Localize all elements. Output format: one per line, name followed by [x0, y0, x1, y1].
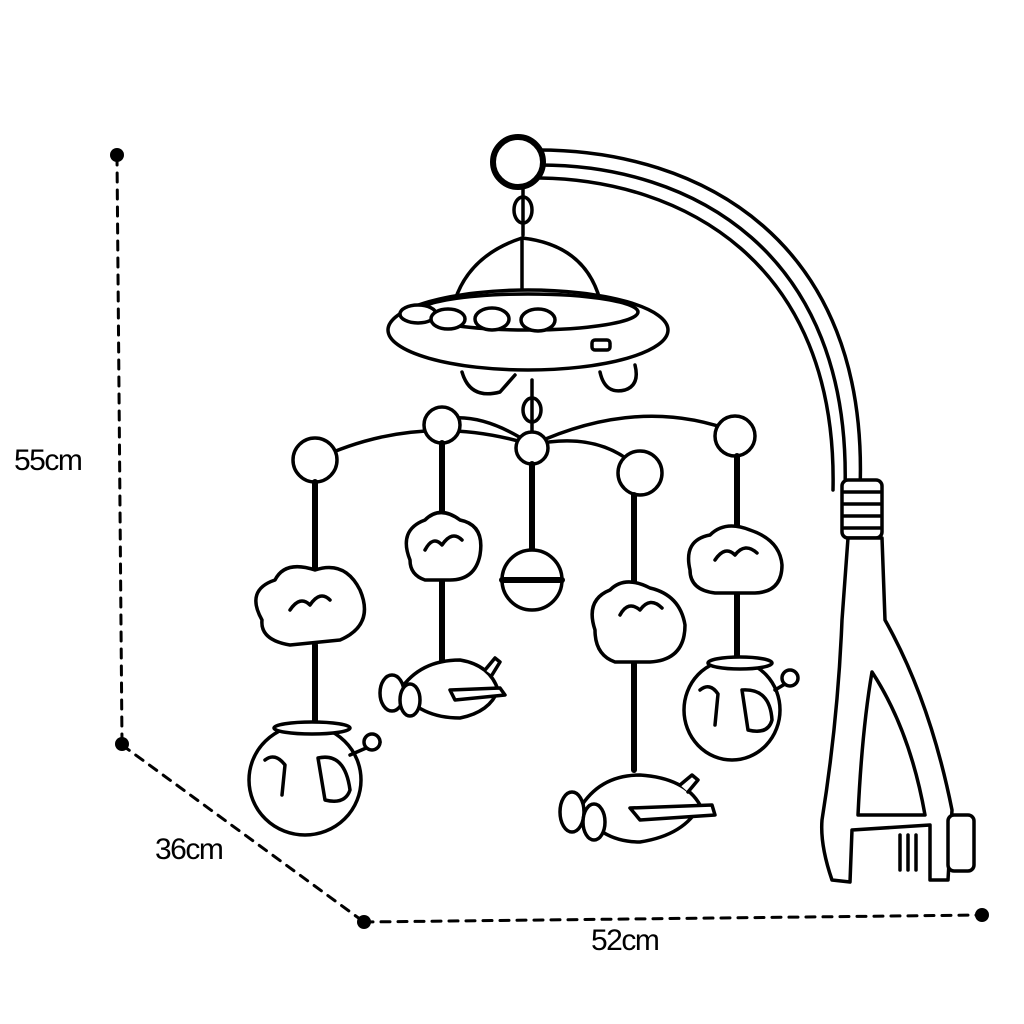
helicopter-right	[682, 655, 800, 762]
airplane-right	[558, 773, 717, 844]
cloud-toys	[254, 510, 784, 664]
ufo-music-box	[386, 236, 670, 442]
depth-dimension-line	[120, 743, 366, 924]
top-knob	[490, 134, 546, 237]
height-top-dot	[110, 148, 124, 162]
hanger-arms	[291, 405, 757, 497]
cloud-mid-left	[404, 510, 483, 582]
bell-ball-toy	[499, 548, 565, 612]
arm-end-ball	[616, 449, 664, 497]
arm-end-ball	[713, 414, 757, 458]
dimension-endpoints	[110, 148, 989, 929]
arm-end-ball	[422, 405, 462, 445]
width-right-dot	[975, 908, 989, 922]
width-label: 52cm	[591, 924, 660, 957]
arm-end-ball	[291, 436, 339, 484]
mobile-arm	[536, 148, 976, 884]
cloud-right	[686, 524, 784, 595]
airplane-left	[378, 656, 507, 720]
height-dimension-line	[115, 154, 124, 744]
helicopter-left	[247, 720, 382, 837]
dimension-lines	[115, 154, 984, 924]
hanging-strings	[312, 440, 740, 773]
cloud-mid-right	[590, 580, 687, 664]
height-label: 55cm	[14, 444, 83, 477]
front-corner-dot	[357, 915, 371, 929]
width-dimension-line	[362, 913, 984, 924]
corner-dot	[115, 737, 129, 751]
depth-label: 36cm	[155, 833, 224, 866]
